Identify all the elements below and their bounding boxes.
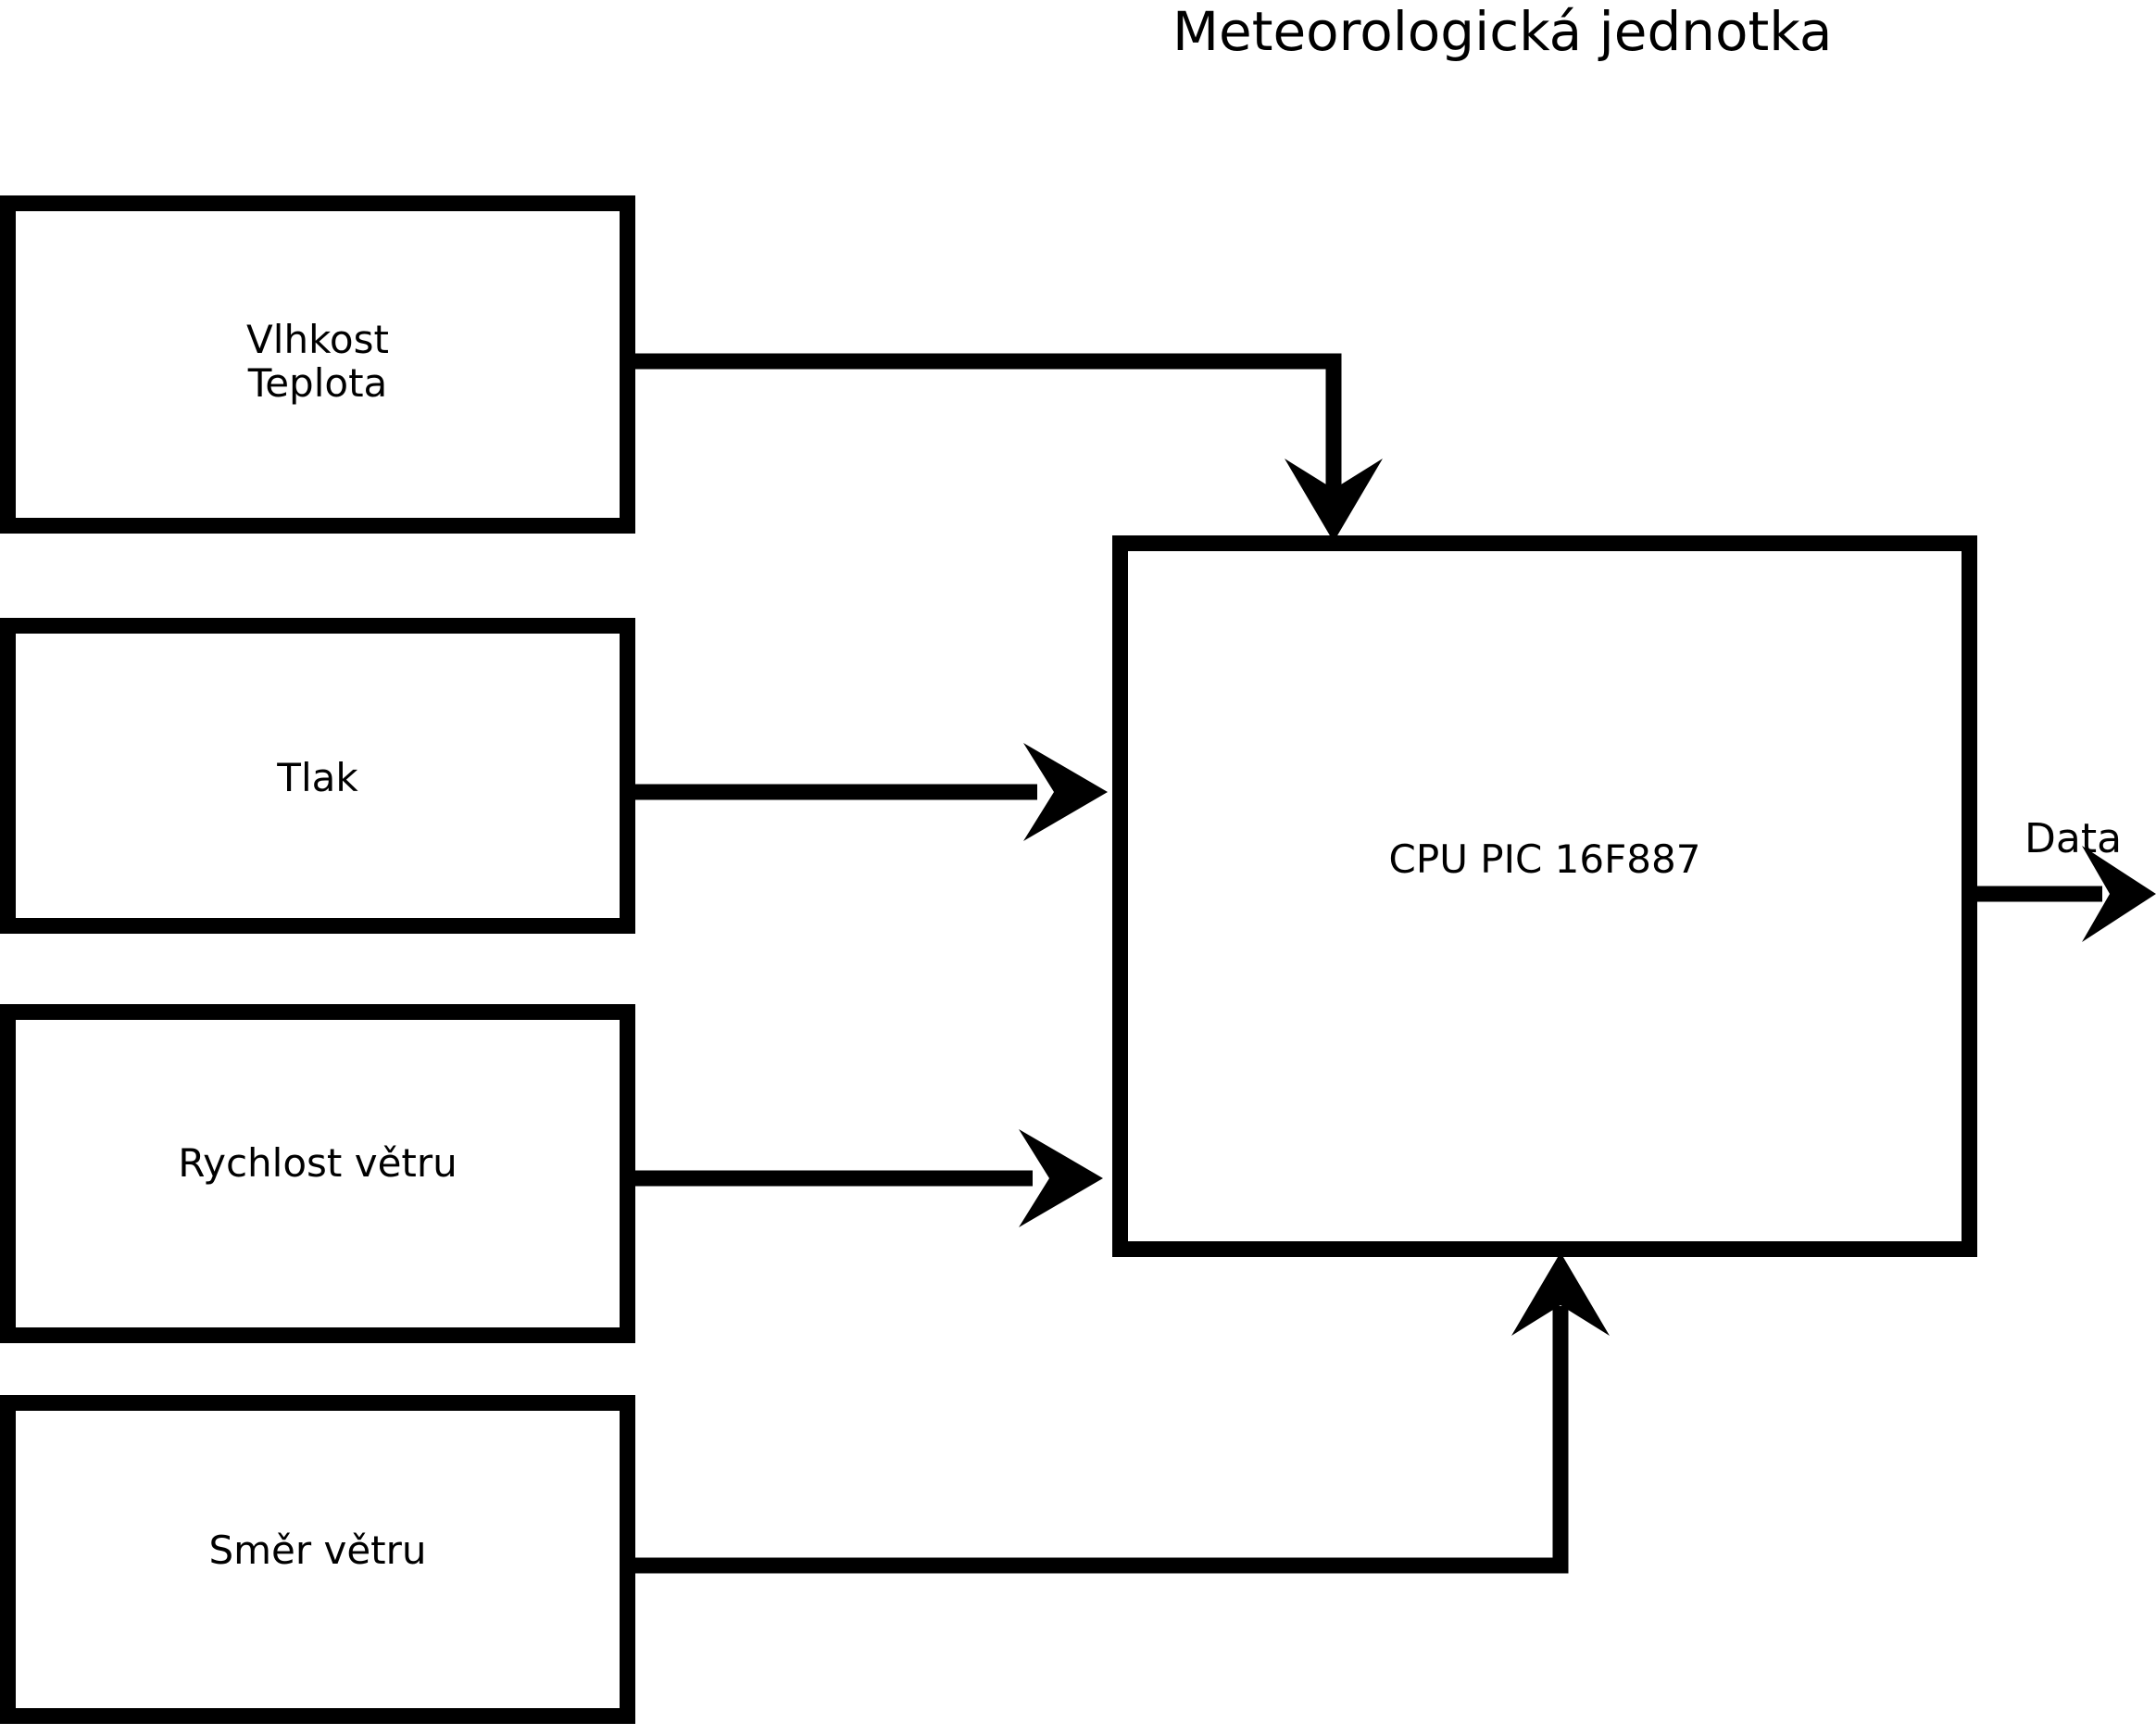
node-pressure-label: Tlak [277, 755, 358, 800]
node-humidity-temperature-label: Vlhkost Teplota [246, 317, 389, 407]
node-wind-speed-label: Rychlost větru [178, 1140, 458, 1186]
node-wind-direction-label: Směr větru [208, 1528, 427, 1573]
node-wind-speed[interactable] [0, 1004, 635, 1343]
node-humidity-temperature[interactable] [0, 195, 635, 534]
node-pressure[interactable] [0, 618, 635, 934]
edge-label-data: Data [2024, 815, 2123, 862]
node-wind-direction[interactable] [0, 1395, 635, 1724]
page-title: Meteorologická jednotka [1172, 0, 1833, 63]
node-cpu[interactable] [1112, 535, 1977, 1257]
edge-wind-speed-to-cpu [622, 1129, 1103, 1227]
edge-pressure-to-cpu [622, 743, 1108, 841]
node-cpu-label: CPU PIC 16F887 [1388, 836, 1701, 882]
edge-humidity-to-cpu [622, 353, 1383, 542]
edge-wind-direction-to-cpu [622, 1252, 1610, 1574]
edge-cpu-to-data [1971, 846, 2156, 942]
